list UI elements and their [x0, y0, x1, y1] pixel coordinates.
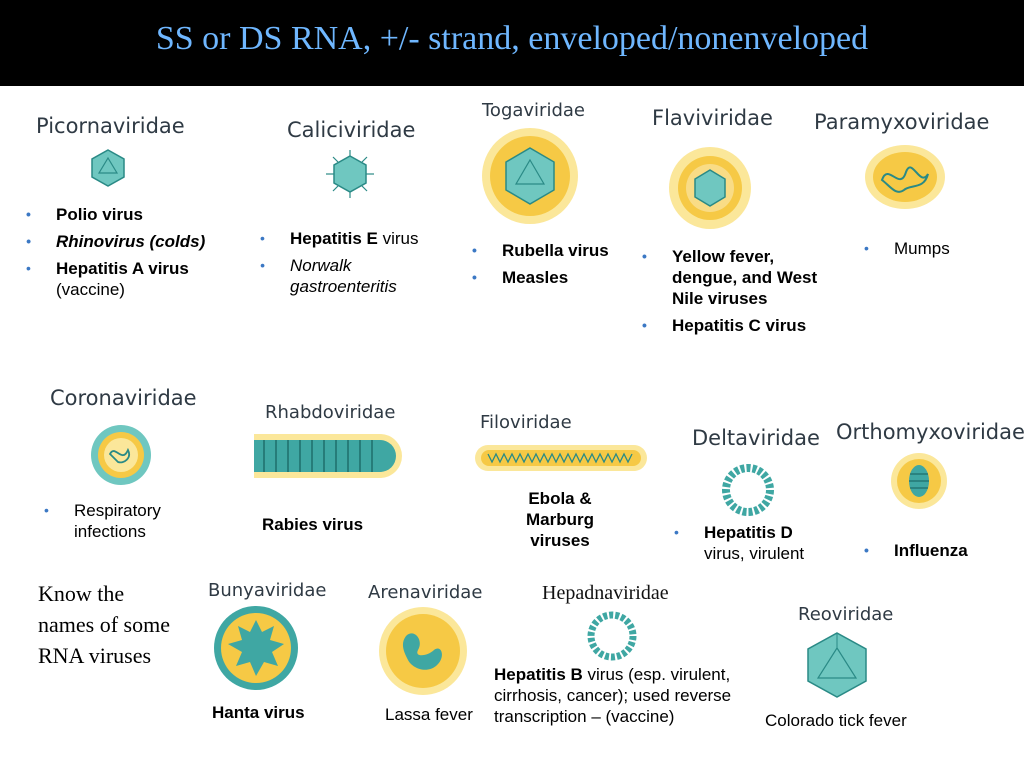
togavirus-icon: [482, 128, 578, 224]
family-paramyxoviridae: Paramyxoviridae: [814, 110, 990, 134]
list-item: Norwalk gastroenteritis: [256, 255, 456, 297]
paramyxovirus-icon: [865, 145, 945, 209]
paramyxoviridae-list: Mumps: [860, 238, 1000, 265]
family-flaviviridae: Flaviviridae: [652, 106, 773, 130]
family-rhabdoviridae: Rhabdoviridae: [265, 402, 396, 423]
caliciviridae-list: Hepatitis E virus Norwalk gastroenteriti…: [256, 228, 456, 303]
calicivirus-icon: [326, 150, 374, 198]
reoviridae-label: Colorado tick fever: [765, 711, 907, 730]
family-reoviridae: Reoviridae: [798, 604, 894, 625]
filovirus-icon: [475, 445, 647, 471]
orthomyxovirus-icon: [891, 453, 947, 509]
bunyavirus-icon: [214, 606, 298, 690]
rhabdovirus-icon: [254, 434, 402, 478]
orthomyxoviridae-list: Influenza: [860, 540, 1010, 567]
family-picornaviridae: Picornaviridae: [36, 114, 185, 138]
family-arenaviridae: Arenaviridae: [368, 582, 483, 603]
family-caliciviridae: Caliciviridae: [287, 118, 416, 142]
rhabdoviridae-label: Rabies virus: [262, 515, 364, 534]
list-item: Hepatitis E virus: [256, 228, 456, 249]
flavivirus-icon: [669, 147, 751, 229]
coronaviridae-list: Respiratory infections: [40, 500, 210, 548]
family-filoviridae: Filoviridae: [480, 412, 572, 433]
bunyaviridae-label: Hanta virus: [212, 703, 305, 722]
list-item: Hepatitis A virus(vaccine): [22, 258, 252, 300]
hepadnavirus-icon: [587, 611, 637, 661]
list-item: Yellow fever, dengue, and West Nile viru…: [638, 246, 818, 309]
deltavirus-icon: [722, 464, 774, 516]
list-item: Polio virus: [22, 204, 252, 225]
list-item: Rubella virus: [468, 240, 648, 261]
list-item: Hepatitis C virus: [638, 315, 818, 336]
hepadnaviridae-label: Hepatitis B virus (esp. virulent, cirrho…: [494, 665, 732, 726]
note-text: Know the names of some RNA viruses: [38, 581, 170, 668]
list-item: Influenza: [860, 540, 1010, 561]
picornaviridae-list: Polio virus Rhinovirus (colds) Hepatitis…: [22, 204, 252, 306]
arenavirus-icon: [379, 607, 467, 695]
list-item: Respiratory infections: [40, 500, 210, 542]
family-togaviridae: Togaviridae: [482, 100, 585, 121]
arenaviridae-label: Lassa fever: [385, 705, 473, 724]
list-item: Measles: [468, 267, 648, 288]
filoviridae-label: Ebola & Marburg viruses: [526, 489, 594, 550]
flaviviridae-list: Yellow fever, dengue, and West Nile viru…: [638, 246, 818, 342]
family-coronaviridae: Coronaviridae: [50, 386, 197, 410]
reovirus-icon: [807, 632, 867, 698]
picornavirus-icon: [91, 149, 125, 187]
family-bunyaviridae: Bunyaviridae: [208, 580, 327, 601]
togaviridae-list: Rubella virus Measles: [468, 240, 648, 294]
slide-title: SS or DS RNA, +/- strand, enveloped/none…: [155, 20, 869, 57]
coronavirus-icon: [91, 425, 151, 485]
family-deltaviridae: Deltaviridae: [692, 426, 820, 450]
family-hepadnaviridae: Hepadnaviridae: [542, 582, 669, 604]
list-item: Rhinovirus (colds): [22, 231, 252, 252]
list-item: Mumps: [860, 238, 1000, 259]
title-bar: [0, 0, 1024, 86]
family-orthomyxoviridae: Orthomyxoviridae: [836, 420, 1024, 444]
